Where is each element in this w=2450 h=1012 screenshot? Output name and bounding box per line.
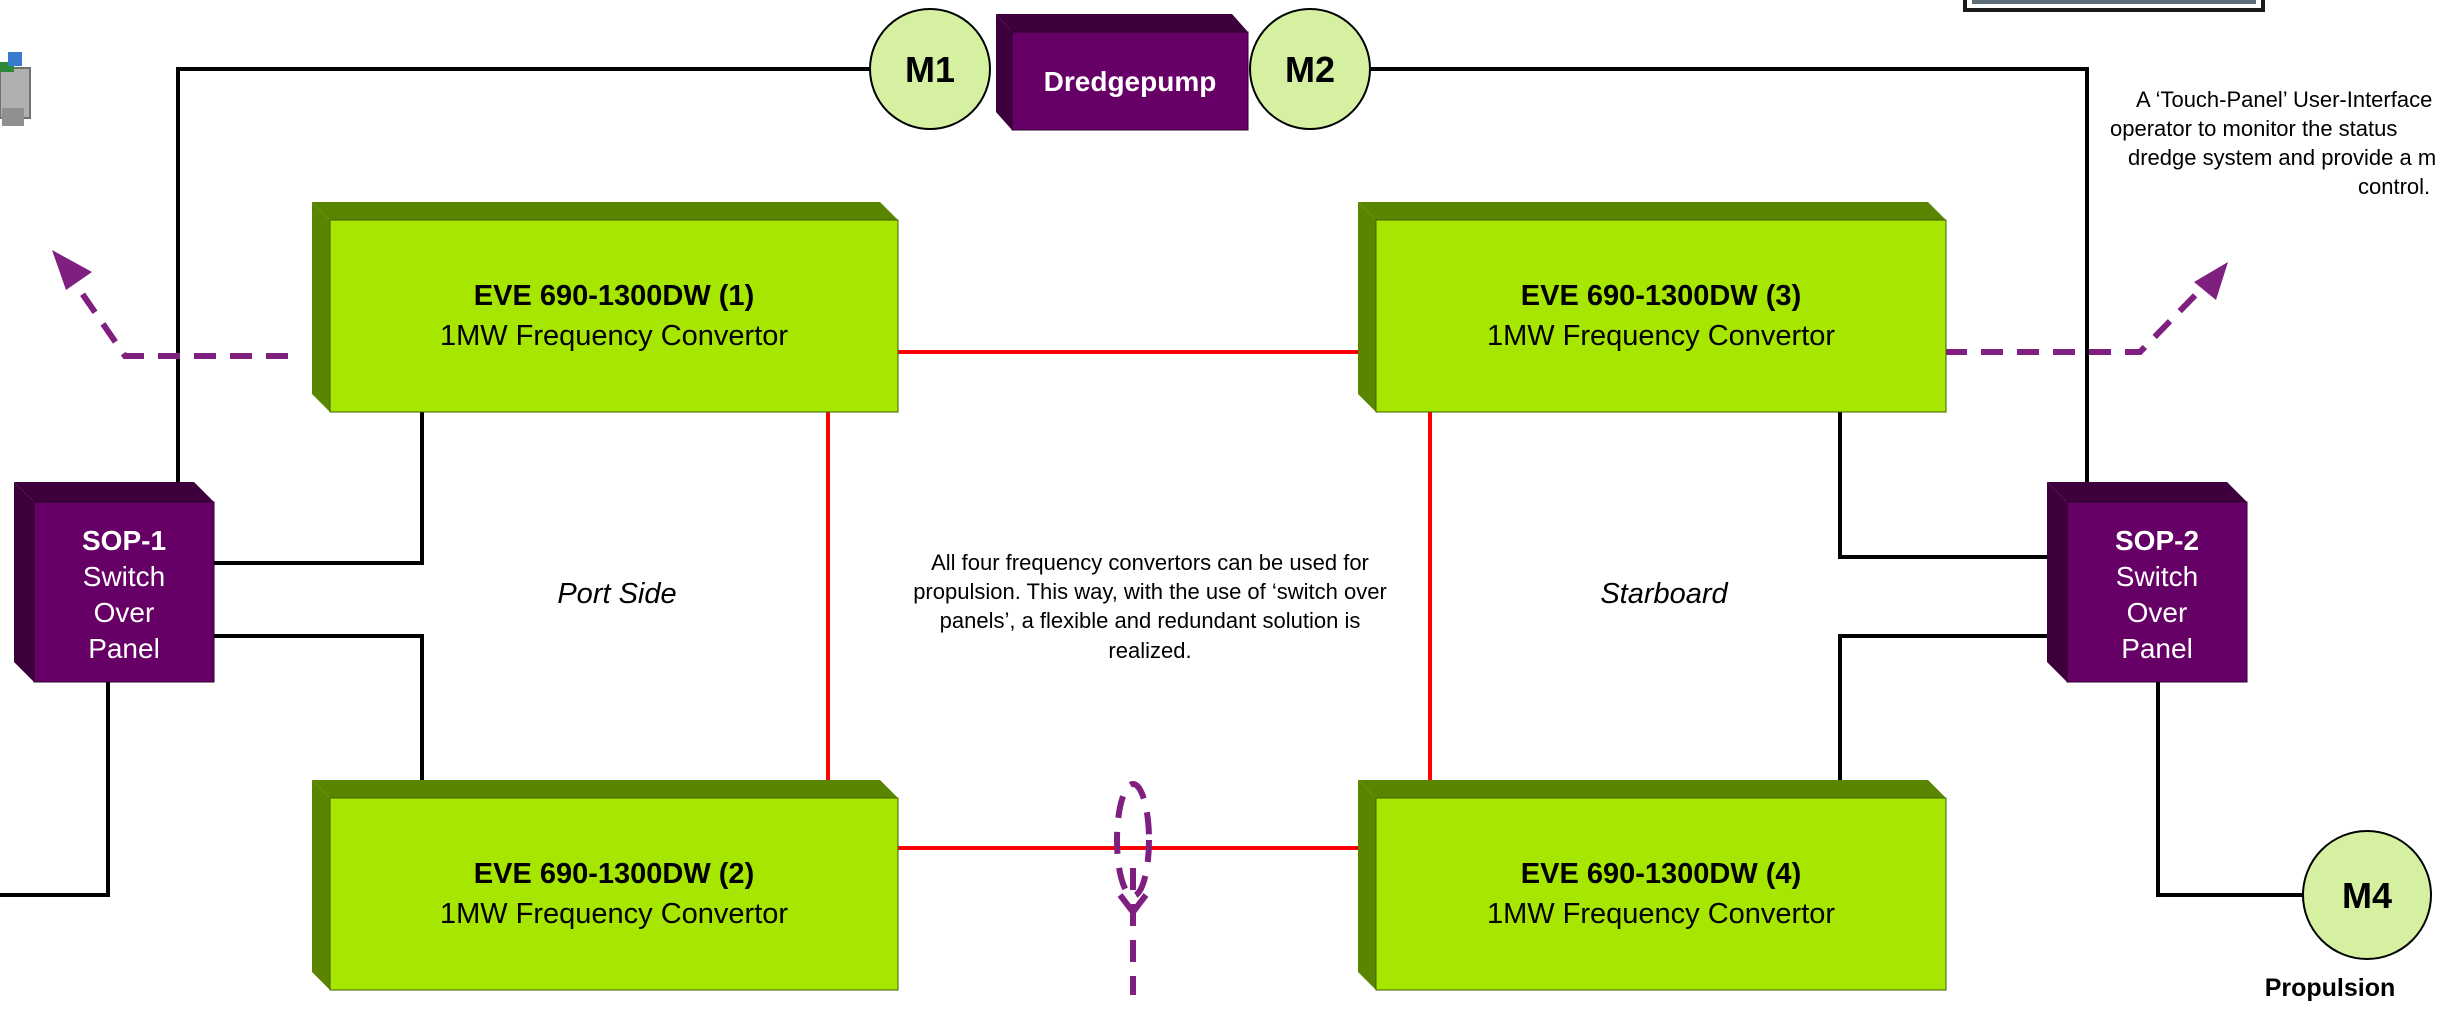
center-note-line-4: realized. xyxy=(1108,638,1191,663)
touch-panel-note: A ‘Touch-Panel’ User-Interface operator … xyxy=(2110,87,2436,199)
motor-m4-label: M4 xyxy=(2342,875,2392,916)
sop-1-line-3: Panel xyxy=(88,633,160,664)
convertor-4-model: EVE 690-1300DW (4) xyxy=(1521,858,1801,890)
arrow-head-left xyxy=(52,250,92,290)
convertor-1-description: 1MW Frequency Convertor xyxy=(440,320,788,352)
convertor-3-model: EVE 690-1300DW (3) xyxy=(1521,280,1801,312)
sop-2-line-2: Over xyxy=(2127,597,2188,628)
switch-over-panel-2: SOP-2 Switch Over Panel xyxy=(2047,482,2248,683)
arrow-fork-bottom xyxy=(1117,893,1149,917)
center-note-line-1: All four frequency convertors can be use… xyxy=(931,550,1369,575)
convertor-2-description: 1MW Frequency Convertor xyxy=(440,898,788,930)
port-side-label: Port Side xyxy=(557,578,676,610)
dredgepump: Dredgepump xyxy=(996,14,1249,131)
touch-panel-image xyxy=(1963,0,2265,12)
propulsion-label: Propulsion xyxy=(2265,974,2396,1002)
sop-2-code: SOP-2 xyxy=(2115,525,2199,556)
convertor-1-model: EVE 690-1300DW (1) xyxy=(474,280,754,312)
touch-panel-note-line-3: dredge system and provide a m xyxy=(2128,145,2436,170)
center-note: All four frequency convertors can be use… xyxy=(913,550,1387,663)
starboard-label: Starboard xyxy=(1600,578,1728,610)
motor-m4: M4 xyxy=(2302,830,2432,960)
convertor-2-model: EVE 690-1300DW (2) xyxy=(474,858,754,890)
touch-panel-note-line-4: control. xyxy=(2358,174,2430,199)
motor-m2: M2 xyxy=(1249,8,1371,130)
arrow-head-right xyxy=(2194,262,2228,300)
dredgepump-label: Dredgepump xyxy=(1044,66,1217,97)
sop-2-line-1: Switch xyxy=(2116,561,2198,592)
switch-over-panel-1: SOP-1 Switch Over Panel xyxy=(14,482,215,683)
signal-arrows xyxy=(63,268,2213,995)
convertor-4: EVE 690-1300DW (4) 1MW Frequency Convert… xyxy=(1358,780,1947,991)
motor-m1-label: M1 xyxy=(905,49,955,90)
motor-m2-label: M2 xyxy=(1285,49,1335,90)
power-lines xyxy=(826,350,1432,850)
touch-panel-note-line-2: operator to monitor the status xyxy=(2110,116,2397,141)
center-note-line-3: panels’, a flexible and redundant soluti… xyxy=(940,608,1361,633)
center-note-line-2: propulsion. This way, with the use of ‘s… xyxy=(913,579,1387,604)
touch-panel-note-line-1: A ‘Touch-Panel’ User-Interface xyxy=(2136,87,2432,112)
equipment-icon xyxy=(0,52,31,126)
sop-1-line-2: Over xyxy=(94,597,155,628)
motor-m1: M1 xyxy=(869,8,991,130)
sop-2-line-3: Panel xyxy=(2121,633,2193,664)
convertor-3: EVE 690-1300DW (3) 1MW Frequency Convert… xyxy=(1358,202,1947,413)
control-wiring xyxy=(0,67,2305,897)
convertor-1: EVE 690-1300DW (1) 1MW Frequency Convert… xyxy=(312,202,899,413)
convertor-4-description: 1MW Frequency Convertor xyxy=(1487,898,1835,930)
convertor-3-description: 1MW Frequency Convertor xyxy=(1487,320,1835,352)
sop-1-line-1: Switch xyxy=(83,561,165,592)
sop-1-code: SOP-1 xyxy=(82,525,166,556)
convertor-2: EVE 690-1300DW (2) 1MW Frequency Convert… xyxy=(312,780,899,991)
